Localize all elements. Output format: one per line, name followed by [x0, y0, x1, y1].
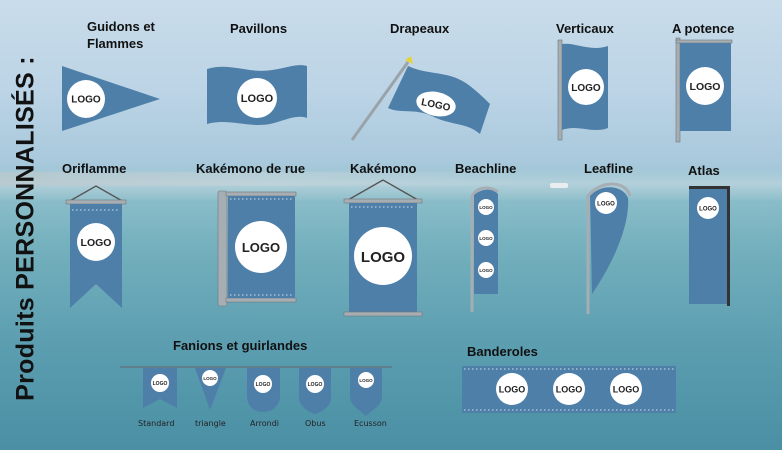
logo-text: LOGO [479, 236, 493, 241]
banderole-banner: LOGO LOGO LOGO [462, 366, 676, 413]
drapeau-flag: LOGO [350, 56, 490, 141]
guidon-flag: LOGO [62, 66, 160, 131]
atlas-flag: LOGO [689, 186, 730, 306]
label-kakemono: Kakémono [350, 161, 417, 176]
fanions-garland: LOGO LOGO LOGO LOGO LOGO [120, 366, 392, 416]
label-guidons: Guidons et Flammes [87, 19, 155, 51]
fanion-label-ecusson: Ecusson [354, 419, 387, 428]
kakemono-banner: LOGO [343, 179, 423, 317]
logo-text: LOGO [308, 382, 323, 388]
logo-text: LOGO [71, 95, 101, 106]
logo-text: LOGO [556, 385, 583, 395]
distant-shore [0, 172, 520, 186]
label-oriflamme: Oriflamme [62, 161, 127, 176]
beachline-flag: LOGO LOGO LOGO [470, 186, 499, 312]
logo-text: LOGO [479, 268, 493, 273]
fanion-label-standard: Standard [138, 419, 175, 428]
logo-text: LOGO [361, 249, 405, 266]
boat [550, 183, 568, 188]
logo-text: LOGO [699, 207, 717, 213]
logo-text: LOGO [81, 237, 112, 249]
vertical-flag: LOGO [557, 39, 608, 141]
logo-text: LOGO [597, 202, 615, 208]
label-fanions: Fanions et guirlandes [173, 338, 308, 353]
fanion-label-arrondi: Arrondi [250, 419, 279, 428]
logo-text: LOGO [690, 81, 721, 93]
fanion-label-triangle: triangle [195, 419, 226, 428]
label-banderoles: Banderoles [467, 344, 538, 359]
logo-text: LOGO [241, 93, 274, 105]
logo-text: LOGO [479, 205, 493, 210]
label-drapeaux: Drapeaux [390, 21, 450, 36]
kakemono-rue-flag: LOGO [217, 190, 297, 307]
logo-text: LOGO [256, 382, 271, 388]
oriflamme-flag: LOGO [65, 185, 127, 308]
a-potence-flag: LOGO [675, 37, 733, 143]
leafline-flag: LOGO [586, 182, 632, 314]
logo-text: LOGO [613, 385, 640, 395]
label-pavillons: Pavillons [230, 21, 288, 36]
logo-text: LOGO [242, 240, 280, 255]
label-atlas: Atlas [688, 163, 720, 178]
logo-text: LOGO [153, 381, 168, 387]
pavillon-flag: LOGO [207, 65, 307, 125]
label-beachline: Beachline [455, 161, 517, 176]
label-verticaux: Verticaux [556, 21, 614, 36]
label-kakemono-rue: Kakémono de rue [196, 161, 306, 176]
logo-text: LOGO [571, 83, 601, 94]
logo-text: LOGO [359, 378, 373, 383]
label-leafline: Leafline [584, 161, 634, 176]
logo-text: LOGO [499, 385, 526, 395]
fanion-label-obus: Obus [305, 419, 326, 428]
logo-text: LOGO [203, 376, 217, 381]
label-a-potence: A potence [672, 21, 735, 36]
